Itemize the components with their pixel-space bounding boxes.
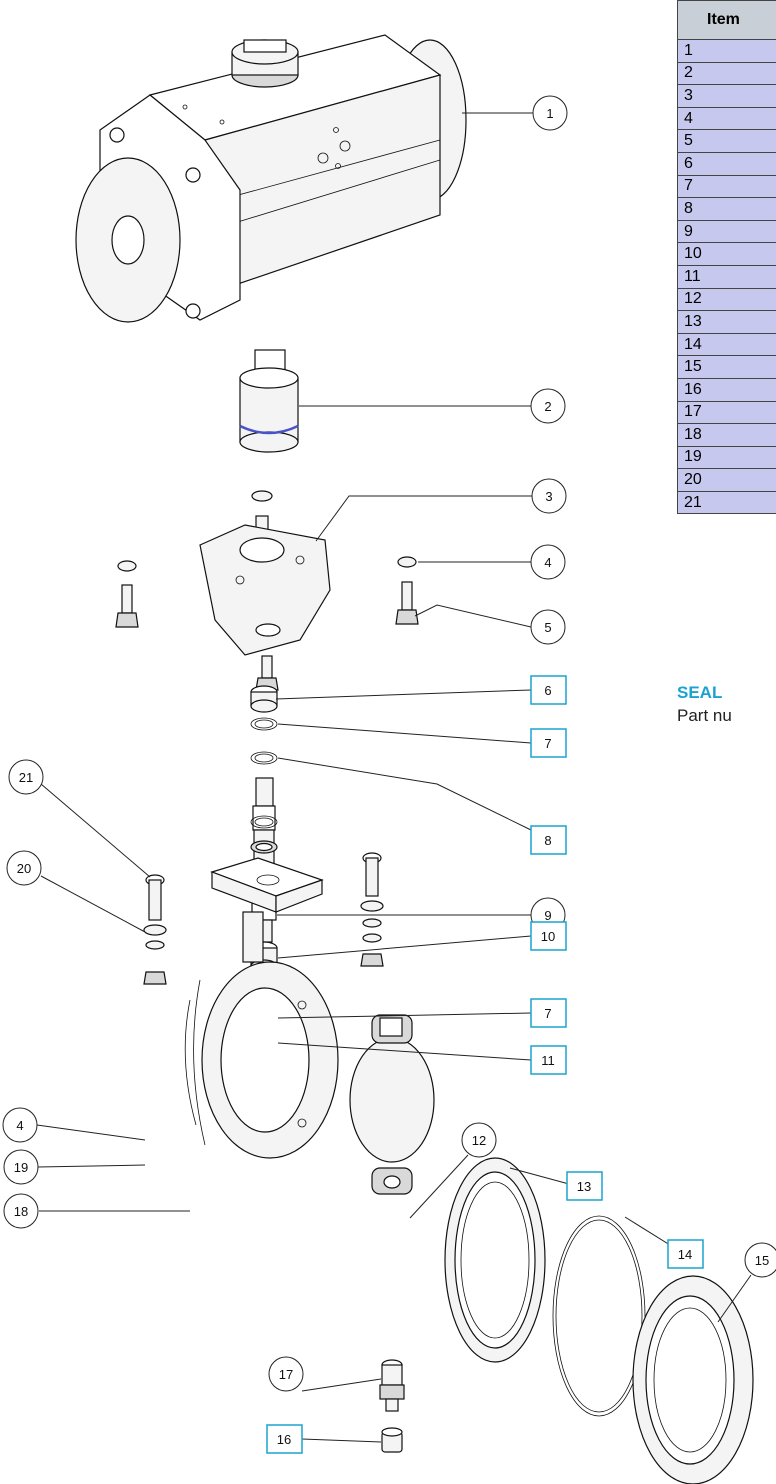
leader-lines [36, 112, 752, 1443]
callout-5-label: 5 [544, 620, 551, 635]
table-row: 21 [677, 490, 776, 515]
callout-13: 13 [566, 1171, 603, 1201]
callout-11-label: 11 [541, 1053, 555, 1068]
callout-8-label: 8 [544, 833, 551, 848]
callout-11: 11 [530, 1045, 567, 1075]
callout-2: 2 [530, 388, 566, 424]
table-row: 20 [677, 468, 776, 492]
seat-ring-drawing [444, 1157, 546, 1363]
callout-2-label: 2 [544, 399, 551, 414]
table-row: 5 [677, 129, 776, 153]
callout-14: 14 [667, 1239, 704, 1269]
disc-drawing [349, 1014, 435, 1195]
coupling-adapter-drawing [239, 349, 299, 453]
callout-15-label: 15 [755, 1253, 769, 1268]
table-row: 4 [677, 106, 776, 131]
callout-16-label: 16 [277, 1432, 291, 1447]
callout-3-label: 3 [545, 489, 552, 504]
callout-20: 20 [6, 850, 42, 886]
table-row: 10 [677, 242, 776, 266]
callout-14-label: 14 [678, 1247, 692, 1262]
callout-4-label: 4 [544, 555, 551, 570]
table-row: 9 [677, 219, 776, 244]
parts-table: Item 1 2 3 4 5 6 7 8 9 10 11 12 13 14 15… [677, 0, 776, 515]
callout-8: 8 [530, 825, 567, 855]
callout-4-left-label: 4 [16, 1118, 23, 1133]
callout-19-label: 19 [14, 1160, 28, 1175]
callout-15: 15 [744, 1242, 776, 1278]
callout-7-lower-label: 7 [544, 1006, 551, 1021]
body-half-drawing [632, 1275, 754, 1484]
callout-1-label: 1 [546, 106, 553, 121]
callout-5: 5 [530, 609, 566, 645]
callout-7-upper: 7 [530, 728, 567, 758]
table-row: 11 [677, 264, 776, 289]
callout-3: 3 [531, 478, 567, 514]
table-row: 19 [677, 445, 776, 470]
callout-21: 21 [8, 759, 44, 795]
left-bolt-stack-drawing [143, 874, 167, 985]
pneumatic-actuator-drawing [75, 34, 467, 323]
callout-7-lower: 7 [530, 998, 567, 1028]
table-row: 1 [677, 39, 776, 63]
callout-9-label: 9 [544, 908, 551, 923]
table-row: 16 [677, 377, 776, 402]
table-row: 14 [677, 332, 776, 357]
table-row: 3 [677, 84, 776, 108]
table-row: 13 [677, 310, 776, 334]
callout-21-label: 21 [19, 770, 33, 785]
callout-4-right: 4 [530, 544, 566, 580]
callout-17-label: 17 [279, 1367, 293, 1382]
callout-17: 17 [268, 1356, 304, 1392]
table-row: 6 [677, 151, 776, 176]
callout-18-label: 18 [14, 1204, 28, 1219]
table-row: 2 [677, 61, 776, 86]
table-row: 7 [677, 174, 776, 199]
callout-10: 10 [530, 921, 567, 951]
callout-20-label: 20 [17, 861, 31, 876]
right-bolt-stack-drawing [360, 852, 384, 967]
valve-body-drawing [184, 857, 339, 1159]
gasket-o-ring-drawing [552, 1215, 646, 1417]
callout-12: 12 [461, 1122, 497, 1158]
table-row: 8 [677, 197, 776, 221]
callout-19: 19 [3, 1149, 39, 1185]
callout-10-label: 10 [541, 929, 555, 944]
callout-6-label: 6 [544, 683, 551, 698]
bottom-plug-drawing [379, 1359, 405, 1453]
table-header-item: Item [677, 0, 776, 40]
mounting-bracket-drawing [115, 490, 419, 691]
table-row: 15 [677, 355, 776, 379]
callout-6: 6 [530, 675, 567, 705]
callout-12-label: 12 [472, 1133, 486, 1148]
callout-7-upper-label: 7 [544, 736, 551, 751]
callout-1: 1 [532, 95, 568, 131]
callout-16: 16 [266, 1424, 303, 1454]
callout-4-left: 4 [2, 1107, 38, 1143]
callout-13-label: 13 [577, 1179, 591, 1194]
seal-kit-part-number-text: Part nu [677, 706, 732, 725]
seal-kit-heading: SEAL [677, 683, 723, 702]
table-row: 17 [677, 400, 776, 425]
table-row: 18 [677, 423, 776, 447]
callout-18: 18 [3, 1193, 39, 1229]
table-row: 12 [677, 287, 776, 312]
